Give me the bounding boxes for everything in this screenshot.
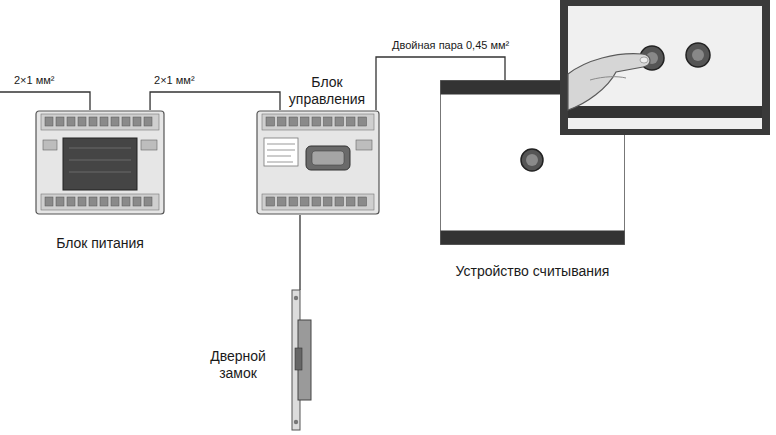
- unit-label: Блок управления: [287, 74, 367, 108]
- illustration-part: [267, 150, 295, 151]
- illustration-part: [78, 117, 86, 126]
- control-unit-art: [256, 110, 380, 215]
- reader-device-art: [440, 80, 625, 245]
- cable-line: [150, 92, 280, 110]
- illustration-part: [56, 197, 64, 206]
- illustration-part: [312, 117, 321, 126]
- illustration-part: [45, 117, 53, 126]
- illustration-part: [262, 194, 374, 210]
- illustration-part: [267, 156, 291, 157]
- illustration-part: [324, 117, 333, 126]
- illustration-part: [692, 49, 704, 61]
- illustration-part: [45, 197, 53, 206]
- illustration-part: [89, 117, 97, 126]
- illustration-part: [141, 140, 157, 150]
- illustration-part: [640, 57, 648, 63]
- illustration-part: [560, 0, 770, 135]
- illustration-part: [324, 197, 333, 206]
- illustration-part: [144, 117, 152, 126]
- illustration-part: [262, 114, 374, 130]
- unit-label: Дверной замок: [201, 348, 275, 382]
- illustration-part: [278, 197, 287, 206]
- illustration-part: [122, 117, 130, 126]
- illustration-part: [441, 231, 625, 245]
- cable-line: [299, 215, 300, 290]
- illustration-part: [63, 138, 137, 190]
- illustration-part: [590, 77, 626, 80]
- illustration-part: [133, 197, 141, 206]
- cable-connector: [300, 215, 301, 290]
- illustration-part: [306, 146, 350, 170]
- illustration-part: [289, 197, 298, 206]
- illustration-part: [686, 43, 710, 67]
- illustration-part: [67, 117, 75, 126]
- door-lock: Дверной замок: [287, 290, 313, 430]
- power-supply-unit: Блок питания: [35, 110, 165, 215]
- illustration-part: [36, 111, 164, 214]
- illustration-part: [521, 149, 543, 171]
- illustration-part: [267, 162, 293, 163]
- illustration-part: [295, 348, 302, 370]
- illustration-part: [122, 197, 130, 206]
- illustration-part: [56, 117, 64, 126]
- illustration-part: [67, 197, 75, 206]
- illustration-part: [100, 197, 108, 206]
- unit-label: Блок питания: [25, 235, 175, 252]
- illustration-part: [358, 117, 367, 126]
- illustration-part: [301, 117, 310, 126]
- illustration-part: [133, 117, 141, 126]
- supply-wire: [0, 92, 90, 110]
- illustration-part: [41, 194, 159, 210]
- illustration-part: [347, 197, 356, 206]
- power-supply-unit-art: [35, 110, 165, 215]
- illustration-part: [257, 111, 379, 214]
- illustration-part: [111, 117, 119, 126]
- illustration-part: [358, 197, 367, 206]
- illustration-part: [69, 172, 131, 173]
- unit-label: Устройство считывания: [440, 263, 625, 280]
- illustration-part: [266, 197, 275, 206]
- illustration-part: [335, 197, 344, 206]
- cable-connector: [150, 92, 280, 110]
- illustration-part: [278, 117, 287, 126]
- reader-device: Устройство считывания: [440, 80, 625, 245]
- control-unit: Блок управления: [256, 110, 380, 215]
- illustration-part: [526, 154, 538, 166]
- illustration-part: [43, 140, 57, 150]
- illustration-part: [69, 160, 131, 161]
- illustration-part: [78, 197, 86, 206]
- illustration-part: [69, 148, 131, 149]
- cable-label: 2×1 мм²: [152, 74, 197, 87]
- illustration-part: [335, 117, 344, 126]
- illustration-part: [560, 0, 770, 135]
- door-lock-art: [287, 290, 313, 430]
- illustration-part: [568, 6, 762, 129]
- illustration-part: [89, 197, 97, 206]
- illustration-part: [301, 197, 310, 206]
- illustration-part: [312, 197, 321, 206]
- illustration-part: [356, 140, 372, 150]
- illustration-part: [568, 54, 650, 110]
- illustration-part: [347, 117, 356, 126]
- illustration-part: [312, 151, 344, 165]
- illustration-part: [267, 144, 295, 145]
- cable-label: Двойная пара 0,45 мм²: [390, 39, 511, 52]
- illustration-part: [294, 420, 298, 424]
- wire-size-label: 2×1 мм²: [12, 74, 57, 87]
- illustration-part: [294, 296, 298, 300]
- illustration-part: [100, 117, 108, 126]
- illustration-part: [289, 117, 298, 126]
- illustration-part: [266, 117, 275, 126]
- illustration-part: [41, 114, 159, 130]
- illustration-part: [111, 197, 119, 206]
- illustration-part: [264, 138, 298, 166]
- illustration-part: [568, 106, 762, 118]
- illustration-part: [144, 197, 152, 206]
